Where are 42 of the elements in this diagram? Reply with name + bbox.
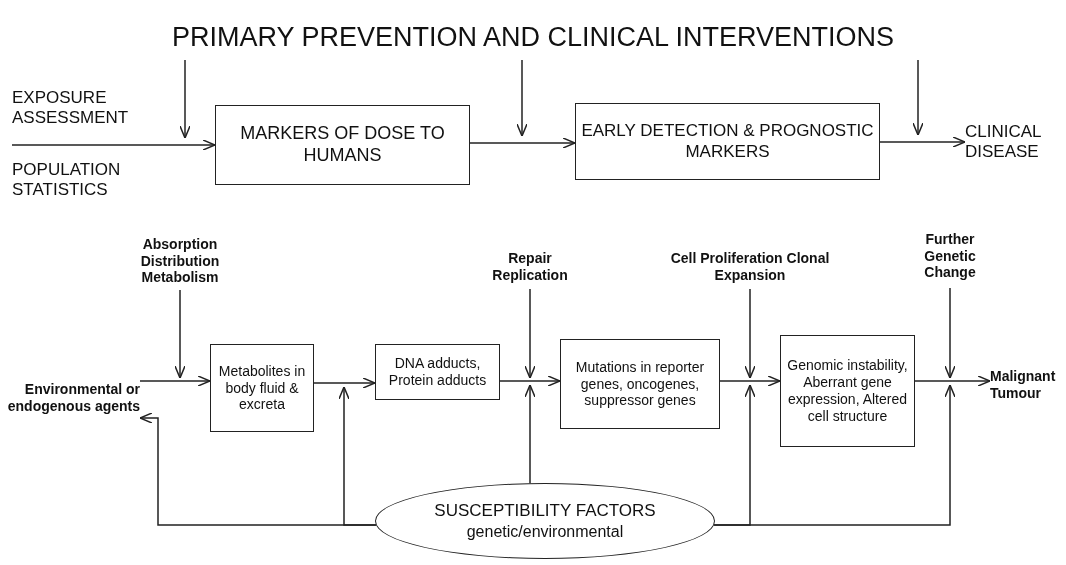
heading: PRIMARY PREVENTION AND CLINICAL INTERVENTIONS xyxy=(100,14,966,60)
arrow xyxy=(524,288,536,379)
arrow xyxy=(914,375,991,387)
box-text: Mutations in reporter genes, oncogenes, suppressor genes xyxy=(574,358,706,410)
node-label: Cell Proliferation Clonal Expansion xyxy=(660,245,840,289)
arrow xyxy=(11,139,216,151)
arrow xyxy=(179,59,191,139)
process-box xyxy=(560,339,720,429)
box-text: SUSCEPTIBILITY FACTORS xyxy=(433,501,657,522)
box-text: EARLY DETECTION & PROGNOSTIC MARKERS xyxy=(580,121,875,162)
node-label: Environmental or endogenous agents xyxy=(5,355,140,441)
arrow xyxy=(338,386,377,526)
arrow xyxy=(139,375,211,387)
node-label: CLINICAL DISEASE xyxy=(965,114,1065,170)
process-box xyxy=(780,335,915,447)
arrow xyxy=(944,287,956,379)
box-text: DNA adducts, Protein adducts xyxy=(387,355,488,389)
arrow xyxy=(174,289,186,379)
arrow xyxy=(744,288,756,379)
arrow xyxy=(912,59,924,136)
arrow xyxy=(313,377,376,389)
side-label: POPULATION STATISTICS xyxy=(12,160,122,201)
process-box xyxy=(215,105,470,185)
arrow xyxy=(516,59,528,137)
process-box xyxy=(210,344,314,432)
arrow xyxy=(879,136,966,148)
node-label: Malignant Tumour xyxy=(990,362,1064,408)
arrow xyxy=(719,375,781,387)
process-box xyxy=(575,103,880,180)
box-text: Metabolites in body fluid & excreta xyxy=(217,362,307,414)
box-subtext: genetic/environmental xyxy=(465,521,625,541)
node-label: Further Genetic Change xyxy=(905,224,995,288)
arrow xyxy=(499,375,561,387)
arrow xyxy=(469,137,576,149)
process-box xyxy=(375,344,500,400)
side-label: EXPOSURE ASSESSMENT xyxy=(12,88,130,129)
arrow xyxy=(524,384,536,484)
node-label: Absorption Distribution Metabolism xyxy=(115,232,245,290)
box-text: Genomic instability, Aberrant gene expression, Altered cell structure xyxy=(786,357,909,425)
node-label: Repair Replication xyxy=(475,245,585,289)
arrow xyxy=(713,384,956,526)
box-text: MARKERS OF DOSE TO HUMANS xyxy=(239,123,446,167)
